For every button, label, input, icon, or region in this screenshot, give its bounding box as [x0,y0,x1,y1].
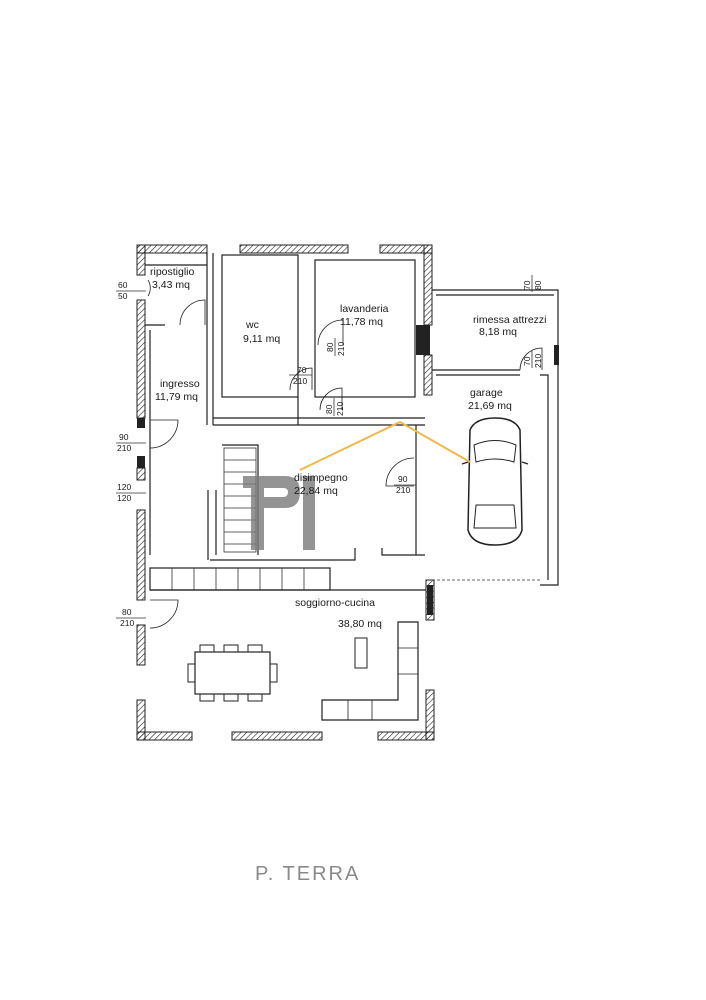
opening-height: 210 [293,376,307,386]
opening-height: 50 [118,291,128,301]
opening-width: 60 [118,280,128,290]
room-area-garage: 21,69 mq [468,400,512,412]
opening-height: 210 [117,443,131,453]
opening-width: 80 [122,607,132,617]
opening-width: 80 [324,404,334,414]
room-area-soggiorno-cucina: 38,80 mq [338,618,382,630]
room-area-wc: 9,11 mq [243,333,280,345]
opening-width: 90 [119,432,129,442]
opening-height: 210 [336,342,346,356]
opening-height: 210 [335,402,345,416]
room-name-ingresso: ingresso [160,378,200,390]
coffee-table-icon [354,637,368,669]
opening-width: 70 [522,280,532,290]
opening-width: 90 [398,474,408,484]
room-name-wc: wc [245,319,259,331]
room-area-rimessa-attrezzi: 8,18 mq [479,326,517,338]
opening-width: 80 [325,342,335,352]
opening-width: 70 [522,356,532,366]
room-name-rimessa-attrezzi: rimessa attrezzi [473,314,547,326]
room-name-soggiorno-cucina: soggiorno-cucina [295,597,375,609]
door-swings [147,279,543,629]
opening-height: 210 [396,485,410,495]
floor-label: P. TERRA [255,863,360,885]
garage-outline [432,289,559,586]
opening-width: 70 [297,365,307,375]
opening-height: 210 [533,354,543,368]
dining-table-icon [187,644,278,702]
room-name-garage: garage [470,387,503,399]
room-labels: ripostiglio 3,43 mq wc 9,11 mq lavanderi… [150,266,547,630]
room-name-disimpegno: disimpegno [294,472,348,484]
room-area-ripostiglio: 3,43 mq [152,279,190,291]
opening-width: 120 [117,482,131,492]
opening-height: 80 [533,280,543,290]
opening-height: 120 [117,493,131,503]
accent-line [299,420,471,471]
car-icon [461,417,529,546]
interior-walls [145,253,426,591]
opening-height: 210 [120,618,134,628]
room-area-lavanderia: 11,78 mq [340,316,383,328]
room-area-disimpegno: 22,84 mq [294,485,338,497]
sofa-icon [321,621,419,721]
outer-walls [136,244,435,741]
room-area-ingresso: 11,79 mq [155,391,198,403]
room-name-ripostiglio: ripostiglio [150,266,195,278]
opening-labels: 60 50 90 210 120 120 80 210 70 210 80 21… [116,275,543,628]
watermark-logo-icon [243,476,315,550]
room-name-lavanderia: lavanderia [340,303,389,315]
